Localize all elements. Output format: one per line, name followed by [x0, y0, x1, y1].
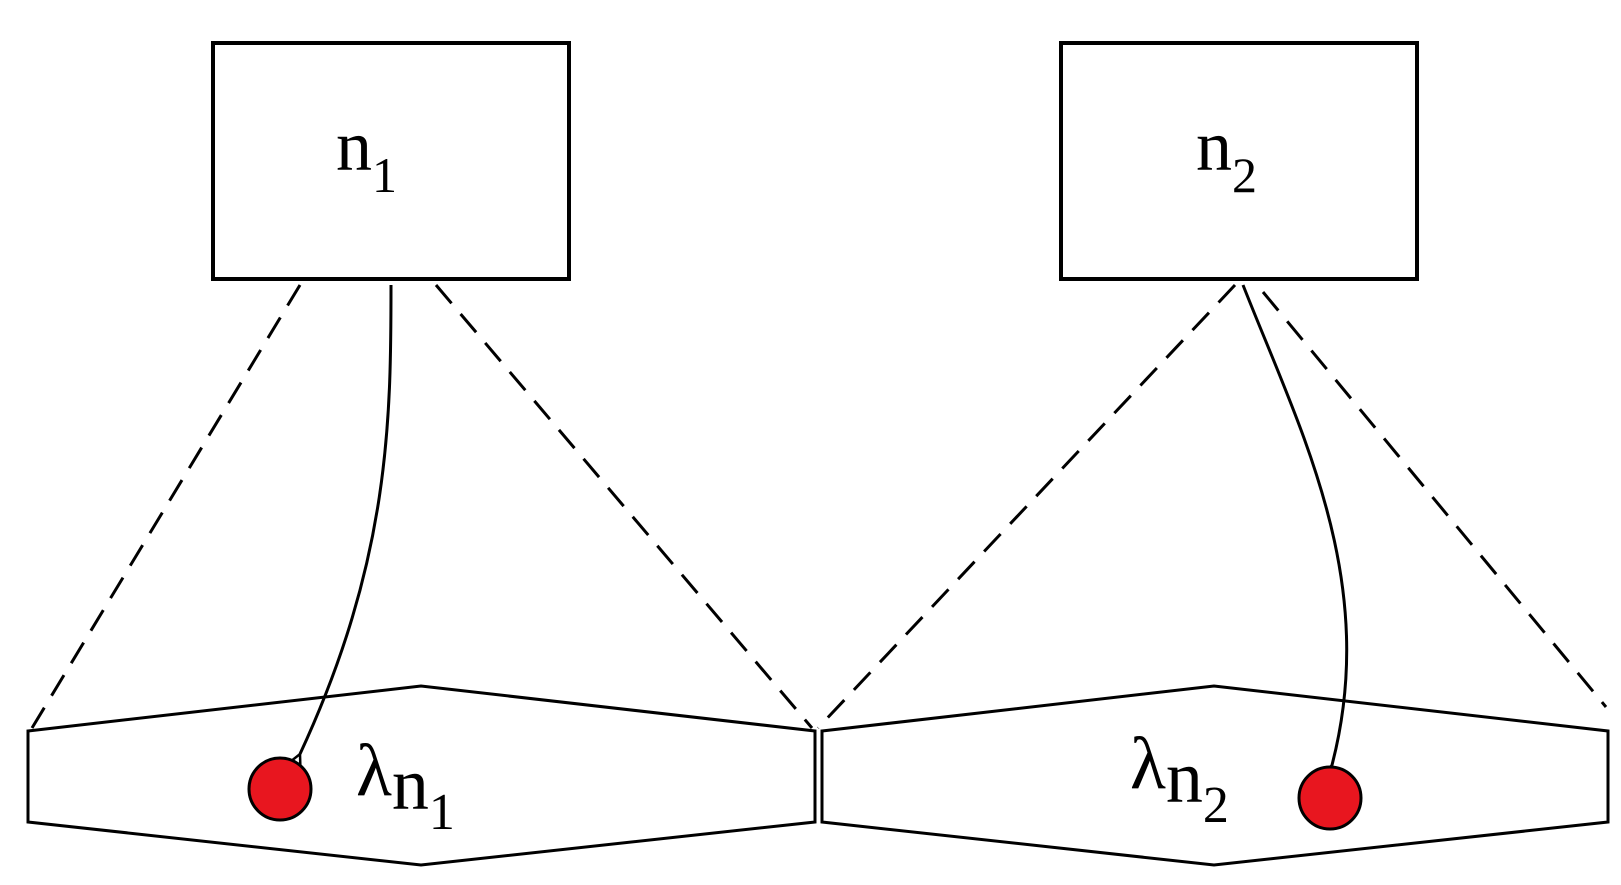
arrow-n1	[300, 284, 393, 754]
projection-line-n2-right	[1261, 291, 1608, 708]
node-box-n2	[1059, 41, 1419, 281]
region-label-n1: λn1	[356, 730, 455, 841]
node-box-n1	[211, 41, 571, 281]
arrow-n2	[1241, 284, 1349, 765]
point-dot-n1	[247, 756, 313, 822]
region-n1	[26, 684, 817, 867]
region-n2	[820, 684, 1610, 867]
projection-line-n1-left	[30, 284, 302, 729]
node-label-n2: n2	[1196, 106, 1257, 203]
projection-line-n1-right	[434, 284, 814, 729]
node-label-n1: n1	[336, 106, 397, 203]
point-dot-n2	[1297, 765, 1363, 831]
region-label-n2: λn2	[1130, 723, 1229, 834]
projection-line-n2-left	[816, 283, 1237, 730]
